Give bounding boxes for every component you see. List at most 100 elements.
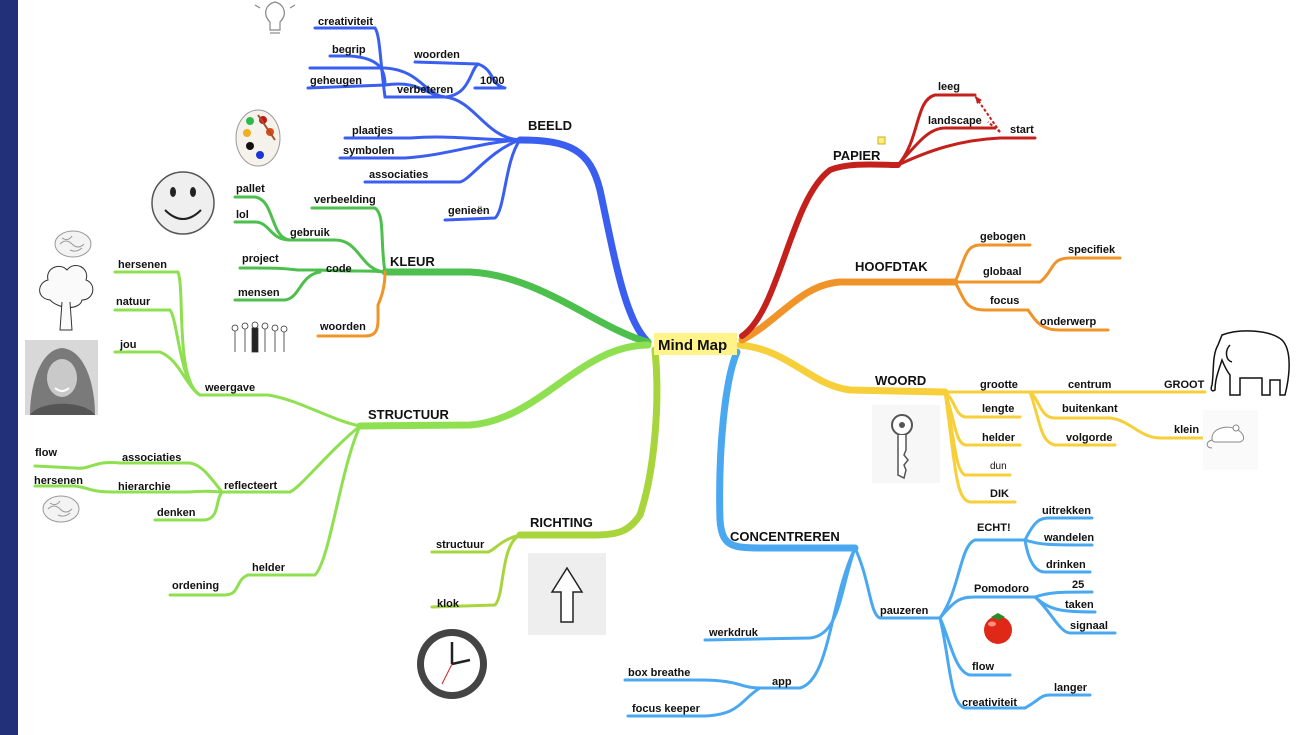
label-dik: DIK: [990, 488, 1009, 500]
brain-icon: [42, 495, 80, 523]
label-associaties: associaties: [369, 169, 428, 181]
branch-richting: RICHTING structuur klok: [430, 346, 661, 610]
branch-title-structuur: STRUCTUUR: [368, 407, 449, 422]
branch-title-beeld: BEELD: [528, 118, 572, 133]
branch-papier: PAPIER leeg landscape start: [739, 81, 1037, 339]
label-jou: jou: [119, 339, 137, 351]
label-gebruik: gebruik: [290, 227, 331, 239]
label-lol: lol: [236, 209, 249, 221]
label-landscape: landscape: [928, 115, 982, 127]
label-helder-woord: helder: [982, 432, 1016, 444]
label-symbolen: symbolen: [343, 145, 395, 157]
branch-title-kleur: KLEUR: [390, 254, 435, 269]
label-focus-keeper: focus keeper: [632, 703, 701, 715]
label-onderwerp: onderwerp: [1040, 316, 1097, 328]
branch-title-woord: WOORD: [875, 373, 926, 388]
center-node[interactable]: Mind Map: [654, 333, 737, 355]
label-echt: ECHT!: [977, 522, 1011, 534]
label-gebogen: gebogen: [980, 231, 1026, 243]
label-globaal: globaal: [983, 266, 1022, 278]
label-start: start: [1010, 124, 1034, 136]
label-pallet: pallet: [236, 183, 265, 195]
label-leeg: leeg: [938, 81, 960, 93]
woman-photo-icon: [25, 340, 98, 415]
label-creativiteit: creativiteit: [318, 16, 373, 28]
arrow-up-icon: [528, 553, 606, 635]
label-taken: taken: [1065, 599, 1094, 611]
label-pomodoro: Pomodoro: [974, 583, 1029, 595]
label-creativiteit-concentreren: creativiteit: [962, 697, 1017, 709]
crowd-icon: [228, 318, 290, 358]
branch-concentreren: CONCENTREREN ECHT! uitrekken wandelen dr…: [623, 348, 1117, 718]
label-associaties-structuur: associaties: [122, 452, 181, 464]
label-natuur: natuur: [116, 296, 151, 308]
label-app: app: [772, 676, 792, 688]
branch-beeld: BEELD creativiteit begrip geheugen verbe…: [306, 16, 652, 346]
key-icon: [872, 405, 940, 483]
label-verbeelding: verbeelding: [314, 194, 376, 206]
label-woorden-kleur: woorden: [319, 321, 366, 333]
branch-kleur: KLEUR pallet lol verbeelding gebruik pro…: [233, 183, 652, 346]
label-wandelen: wandelen: [1043, 532, 1094, 544]
label-lengte: lengte: [982, 403, 1014, 415]
label-drinken: drinken: [1046, 559, 1086, 571]
label-klok: klok: [437, 598, 460, 610]
label-weergave: weergave: [204, 382, 255, 394]
label-pauzeren: pauzeren: [880, 605, 929, 617]
clock-icon: [417, 629, 487, 699]
branch-title-hoofdtak: HOOFDTAK: [855, 259, 928, 274]
label-groot: GROOT: [1164, 379, 1205, 391]
label-buitenkant: buitenkant: [1062, 403, 1118, 415]
label-flow-concentreren: flow: [972, 661, 994, 673]
label-flow: flow: [35, 447, 57, 459]
label-volgorde: volgorde: [1066, 432, 1112, 444]
label-hersenen-2: hersenen: [34, 475, 83, 487]
label-helder-structuur: helder: [252, 562, 286, 574]
label-hersenen: hersenen: [118, 259, 167, 271]
elephant-icon: [1210, 330, 1290, 396]
label-denken: denken: [157, 507, 196, 519]
label-langer: langer: [1054, 682, 1088, 694]
palette-icon: [235, 109, 281, 167]
label-box-breathe: box breathe: [628, 667, 690, 679]
label-structuur: structuur: [436, 539, 485, 551]
label-ordening: ordening: [172, 580, 219, 592]
label-geheugen: geheugen: [310, 75, 362, 87]
branch-title-richting: RICHTING: [530, 515, 593, 530]
label-code: code: [326, 263, 352, 275]
tomato-icon: [984, 613, 1012, 644]
label-reflecteert: reflecteert: [224, 480, 278, 492]
branch-woord: WOORD grootte centrum GROOT lengte buite…: [736, 341, 1207, 504]
mouse-icon: [1203, 410, 1258, 470]
label-begrip: begrip: [332, 44, 366, 56]
label-plaatjes: plaatjes: [352, 125, 393, 137]
tree-icon: [39, 265, 94, 331]
label-signaal: signaal: [1070, 620, 1108, 632]
label-grootte: grootte: [980, 379, 1018, 391]
label-focus: focus: [990, 295, 1019, 307]
branch-title-concentreren: CONCENTREREN: [730, 529, 840, 544]
brain-icon: [54, 230, 92, 258]
label-verbeteren: verbeteren: [397, 84, 454, 96]
label-uitrekken: uitrekken: [1042, 505, 1091, 517]
smiley-icon: [151, 171, 215, 235]
label-specifiek: specifiek: [1068, 244, 1116, 256]
branch-hoofdtak: HOOFDTAK gebogen specifiek globaal focus…: [738, 231, 1122, 344]
label-genieen: genieën: [448, 205, 490, 217]
label-woorden: woorden: [413, 49, 460, 61]
label-mensen: mensen: [238, 287, 280, 299]
label-centrum: centrum: [1068, 379, 1112, 391]
label-hierarchie: hierarchie: [118, 481, 171, 493]
lightbulb-icon: [254, 1, 296, 34]
label-1000: 1000: [480, 75, 504, 87]
label-dun: dun: [990, 461, 1007, 472]
branch-title-papier: PAPIER: [833, 148, 881, 163]
branch-structuur: STRUCTUUR hersenen natuur jou weergave f…: [33, 259, 652, 597]
label-project: project: [242, 253, 279, 265]
note-icon: [877, 136, 886, 145]
center-title: Mind Map: [658, 337, 727, 354]
label-25: 25: [1072, 579, 1084, 591]
label-werkdruk: werkdruk: [708, 627, 759, 639]
label-klein: klein: [1174, 424, 1199, 436]
